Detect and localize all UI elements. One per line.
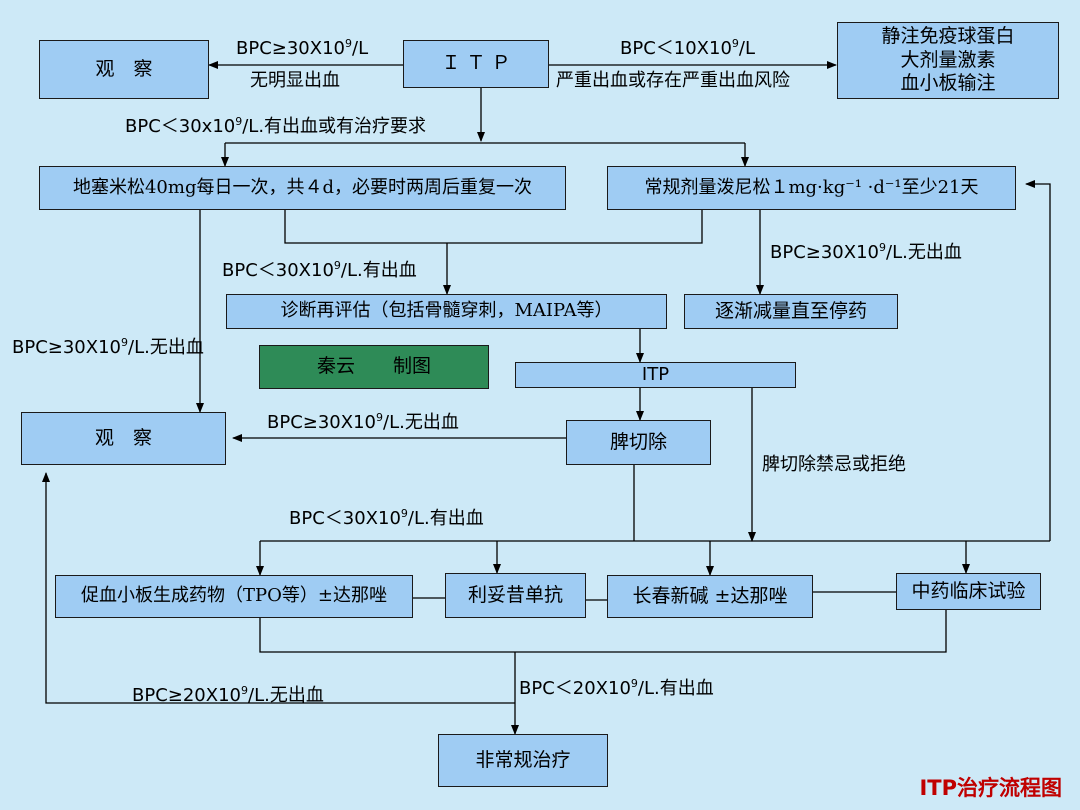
label-severe-risk: 严重出血或存在严重出血风险 <box>556 70 790 91</box>
label-bpc-ge30-left: BPC≥30X109/L.无出血 <box>12 336 204 358</box>
itp-mid-box: ITP <box>515 362 796 388</box>
tpo-box: 促血小板生成药物（TPO等）±达那唑 <box>55 575 413 618</box>
label-bpc-lt30-bottom: BPC＜30X109/L.有出血 <box>289 507 484 529</box>
reassess-box: 诊断再评估（包括骨髓穿刺，MAIPA等） <box>226 294 667 329</box>
chart-footer-title: ITP治疗流程图 <box>919 776 1062 800</box>
observe-mid-box: 观 察 <box>21 412 226 465</box>
taper-box: 逐渐减量直至停药 <box>684 294 898 329</box>
ivig-line-1: 静注免疫球蛋白 <box>881 24 1015 47</box>
label-bpc-ge30-prednisone: BPC≥30X109/L.无出血 <box>770 241 962 263</box>
ivig-line-3: 血小板输注 <box>900 72 996 95</box>
dexamethasone-box: 地塞米松40mg每日一次，共４d，必要时两周后重复一次 <box>39 166 566 210</box>
arrow-ge20-to-observe <box>42 472 515 704</box>
arrow-loop-to-prednisone <box>1025 180 1051 541</box>
observe-top-box: 观 察 <box>39 40 209 99</box>
prednisone-box: 常规剂量泼尼松１mg·kg⁻¹ ·d⁻¹至少21天 <box>607 166 1016 210</box>
label-bpc-lt30-treat: BPC＜30x109/L.有出血或有治疗要求 <box>125 115 427 137</box>
itp-top-box: Ｉ Ｔ Ｐ <box>403 40 549 88</box>
tcm-box: 中药临床试验 <box>896 573 1041 610</box>
label-bpc-ge30-top: BPC≥30X109/L <box>236 37 369 59</box>
ivig-box: 静注免疫球蛋白 大剂量激素 血小板输注 <box>837 22 1059 99</box>
label-no-bleeding-top: 无明显出血 <box>250 70 340 91</box>
label-bpc-lt10: BPC＜10X109/L <box>620 37 756 59</box>
ivig-line-2: 大剂量激素 <box>900 48 996 71</box>
splenectomy-box: 脾切除 <box>566 420 711 465</box>
label-contraindicated: 脾切除禁忌或拒绝 <box>762 454 906 475</box>
label-bpc-ge20: BPC≥20X109/L.无出血 <box>132 684 324 706</box>
label-bpc-lt30-reassess: BPC＜30X109/L.有出血 <box>222 259 417 281</box>
unconventional-box: 非常规治疗 <box>438 734 608 787</box>
label-bpc-ge30-spleen: BPC≥30X109/L.无出血 <box>267 411 459 433</box>
label-bpc-lt20: BPC＜20X109/L.有出血 <box>519 677 714 699</box>
credit-box: 秦云 制图 <box>259 345 489 389</box>
vincristine-box: 长春新碱 ±达那唑 <box>607 575 813 618</box>
rituximab-box: 利妥昔单抗 <box>445 573 586 618</box>
